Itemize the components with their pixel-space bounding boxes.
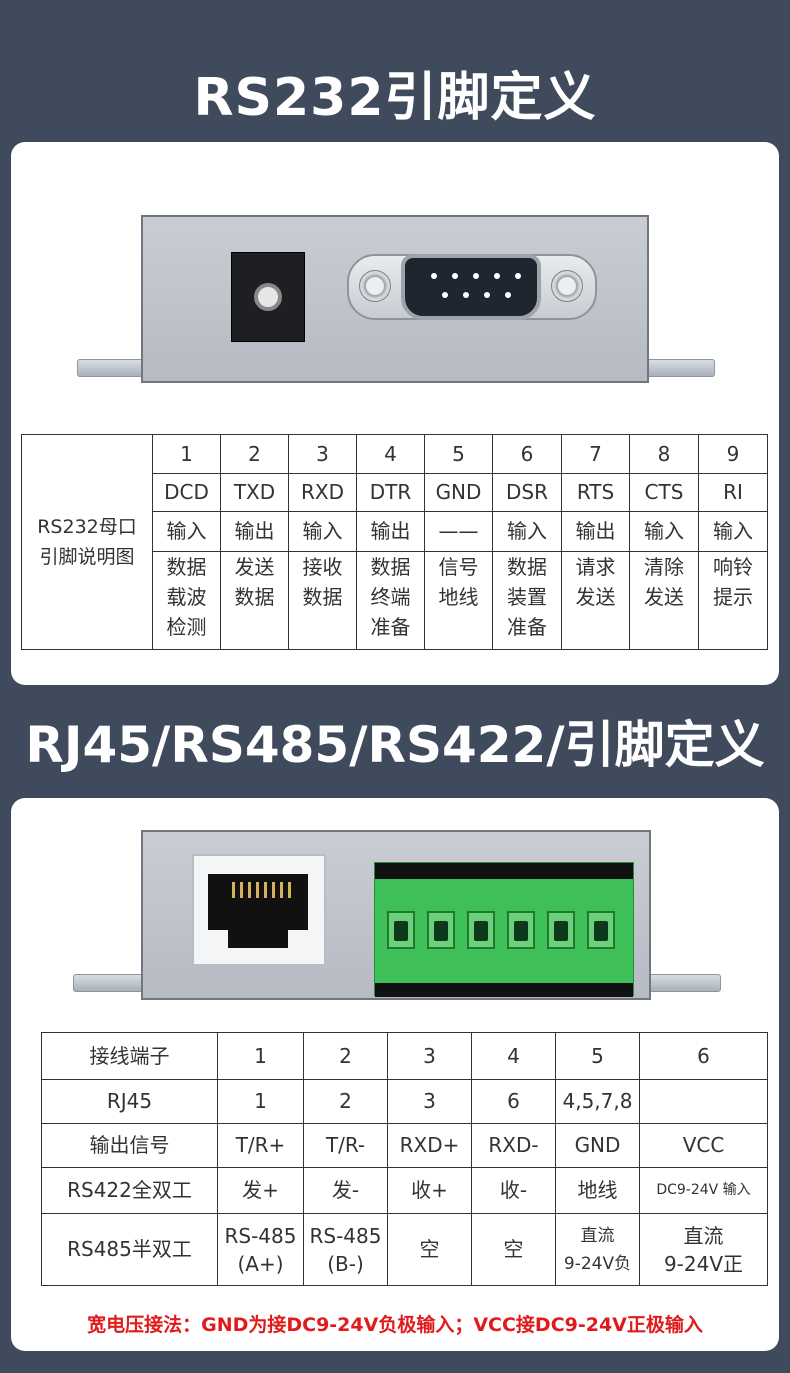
- pin-signal: RTS: [561, 473, 630, 512]
- table-cell: 直流 9-24V正: [639, 1213, 768, 1286]
- rj45-rs485-rs422-title: RJ45/RS485/RS422/引脚定义: [25, 716, 765, 774]
- table-cell: 地线: [555, 1167, 640, 1214]
- pin-description: 接收 数据: [288, 551, 357, 650]
- mounting-ear-right: [643, 359, 715, 377]
- table-cell: RS-485 (A+): [217, 1213, 304, 1286]
- table-cell: 3: [387, 1079, 472, 1124]
- rs232-card: RS232母口 引脚说明图 1 2 3 4 5 6 7 8 9 DCD TXD …: [11, 142, 779, 685]
- pin-number: 5: [424, 434, 493, 474]
- table-cell: 收+: [387, 1167, 472, 1214]
- table-cell: 空: [471, 1213, 556, 1286]
- db9-connector-icon: [347, 254, 597, 320]
- table-cell: T/R+: [217, 1123, 304, 1168]
- rs232-pin-table: RS232母口 引脚说明图 1 2 3 4 5 6 7 8 9 DCD TXD …: [21, 434, 768, 650]
- table-cell: 2: [303, 1032, 388, 1080]
- table-cell: RS-485 (B-): [303, 1213, 388, 1286]
- row-label: 输出信号: [41, 1123, 218, 1168]
- table-cell: 2: [303, 1079, 388, 1124]
- row-label: RS485半双工: [41, 1213, 218, 1286]
- pin-number: 4: [356, 434, 425, 474]
- table-cell: 4,5,7,8: [555, 1079, 640, 1124]
- pin-signal: RXD: [288, 473, 357, 512]
- terminal-block-icon: [374, 862, 634, 997]
- pin-direction: 输出: [356, 511, 425, 552]
- table-cell: 1: [217, 1032, 304, 1080]
- pin-direction: 输出: [561, 511, 630, 552]
- pin-number: 1: [152, 434, 221, 474]
- pin-description: 数据 终端 准备: [356, 551, 425, 650]
- screw-hole-icon: [359, 270, 391, 302]
- table-cell: 6: [639, 1032, 768, 1080]
- table-cell: RXD-: [471, 1123, 556, 1168]
- pin-signal: DSR: [492, 473, 562, 512]
- pin-direction: 输入: [698, 511, 768, 552]
- pin-direction: 输入: [152, 511, 221, 552]
- pin-description: 数据 装置 准备: [492, 551, 562, 650]
- dc-power-jack-icon: [231, 252, 305, 342]
- pin-number: 9: [698, 434, 768, 474]
- screw-hole-icon: [551, 270, 583, 302]
- table-cell: RXD+: [387, 1123, 472, 1168]
- table-cell: 发-: [303, 1167, 388, 1214]
- table-cell: GND: [555, 1123, 640, 1168]
- pin-description: 清除 发送: [629, 551, 699, 650]
- pin-direction: 输出: [220, 511, 289, 552]
- rj45-device-illustration: [11, 798, 779, 1008]
- pin-number: 8: [629, 434, 699, 474]
- pin-signal: TXD: [220, 473, 289, 512]
- db9-pin-face: [401, 254, 541, 320]
- table-cell: DC9-24V 输入: [639, 1167, 768, 1214]
- pin-direction: ——: [424, 511, 493, 552]
- pin-description: 数据 载波 检测: [152, 551, 221, 650]
- pin-description: 信号 地线: [424, 551, 493, 650]
- table-cell: 5: [555, 1032, 640, 1080]
- table-cell: VCC: [639, 1123, 768, 1168]
- table-cell: [639, 1079, 768, 1124]
- rj45-card: 接线端子 1 2 3 4 5 6 RJ45 1 2 3 6 4,5,7,8 输出…: [11, 798, 779, 1351]
- pin-number: 7: [561, 434, 630, 474]
- pin-signal: DTR: [356, 473, 425, 512]
- table-cell: 6: [471, 1079, 556, 1124]
- rj45-wiring-table: 接线端子 1 2 3 4 5 6 RJ45 1 2 3 6 4,5,7,8 输出…: [41, 1032, 768, 1286]
- table-cell: 3: [387, 1032, 472, 1080]
- rs232-device-illustration: [11, 142, 779, 392]
- row-label: RS422全双工: [41, 1167, 218, 1214]
- table-cell: 直流 9-24V负: [555, 1213, 640, 1286]
- mounting-ear-right: [641, 974, 721, 992]
- table-cell: 空: [387, 1213, 472, 1286]
- pin-description: 响铃 提示: [698, 551, 768, 650]
- pin-direction: 输入: [629, 511, 699, 552]
- rj45-port-icon: [192, 854, 326, 966]
- pin-number: 6: [492, 434, 562, 474]
- row-label: RJ45: [41, 1079, 218, 1124]
- wiring-note: 宽电压接法：GND为接DC9-24V负极输入；VCC接DC9-24V正极输入: [87, 1314, 703, 1336]
- table-cell: 4: [471, 1032, 556, 1080]
- rs232-title: RS232引脚定义: [193, 68, 597, 128]
- rs232-row-header: RS232母口 引脚说明图: [21, 434, 153, 650]
- pin-number: 2: [220, 434, 289, 474]
- pin-description: 请求 发送: [561, 551, 630, 650]
- pin-signal: DCD: [152, 473, 221, 512]
- table-cell: 发+: [217, 1167, 304, 1214]
- pin-signal: RI: [698, 473, 768, 512]
- table-cell: T/R-: [303, 1123, 388, 1168]
- table-cell: 收-: [471, 1167, 556, 1214]
- table-cell: 1: [217, 1079, 304, 1124]
- row-label: 接线端子: [41, 1032, 218, 1080]
- pin-direction: 输入: [288, 511, 357, 552]
- pin-direction: 输入: [492, 511, 562, 552]
- pin-description: 发送 数据: [220, 551, 289, 650]
- pin-signal: GND: [424, 473, 493, 512]
- pin-signal: CTS: [629, 473, 699, 512]
- pin-number: 3: [288, 434, 357, 474]
